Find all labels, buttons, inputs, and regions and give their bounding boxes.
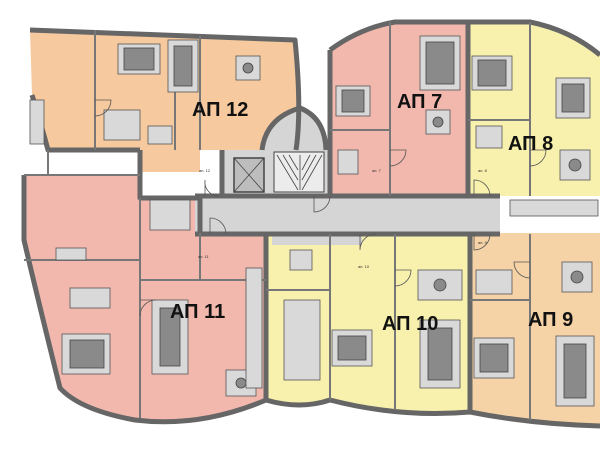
entry-tag-ap11: ап. 11	[198, 254, 210, 259]
label-ap9: АП 9	[528, 309, 573, 331]
label-ap12: АП 12	[192, 99, 248, 121]
entry-tag-ap7: ап. 7	[372, 168, 382, 173]
door-swings	[94, 99, 547, 317]
label-ap8: АП 8	[508, 133, 553, 155]
apartment-area-ap12[interactable]	[30, 30, 299, 172]
label-ap7: АП 7	[397, 91, 442, 113]
elevator-shaft	[233, 157, 265, 193]
entry-tag-ap8: ап. 8	[478, 168, 488, 173]
walls	[21, 19, 600, 429]
label-ap10: АП 10	[382, 313, 438, 335]
label-ap11: АП 11	[170, 301, 225, 323]
entry-tag-ap10: ап. 10	[358, 264, 370, 269]
entry-tag-ap9: ап. 9	[478, 240, 488, 245]
furniture	[29, 35, 599, 407]
staircase	[273, 151, 325, 193]
entry-tag-ap12: ап. 12	[199, 168, 211, 173]
